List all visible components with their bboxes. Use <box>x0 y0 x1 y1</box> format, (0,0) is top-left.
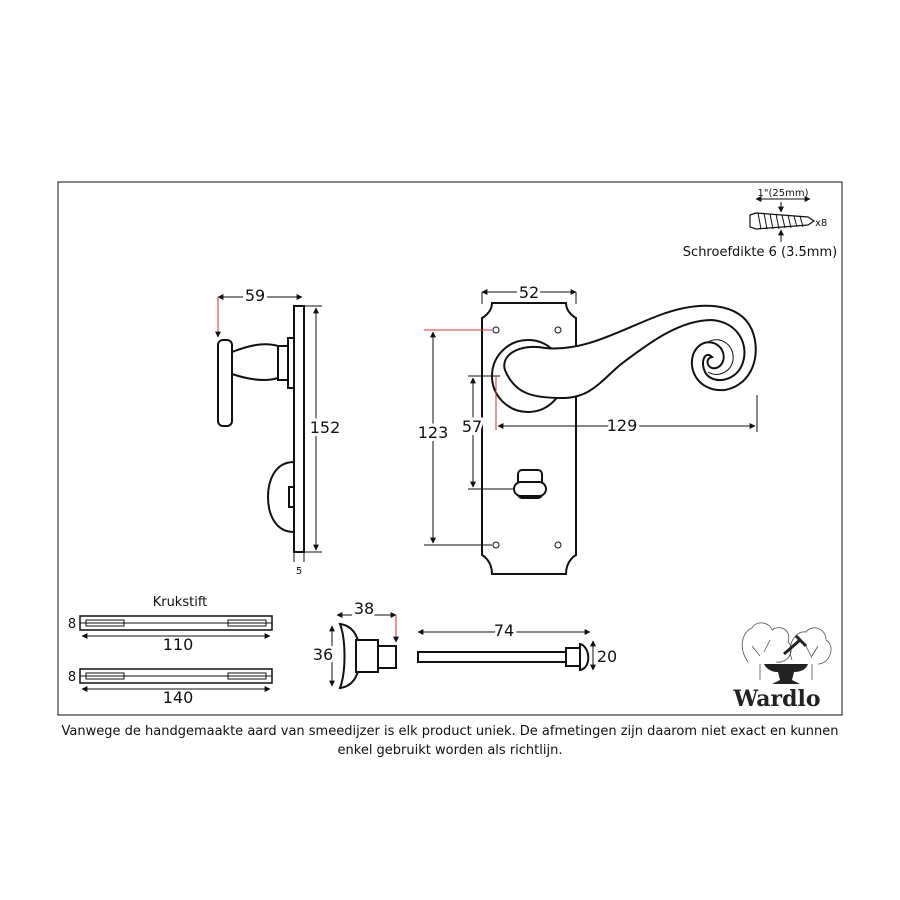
side-projection-label: 59 <box>245 286 265 305</box>
turn-knob-depth-label: 38 <box>354 599 374 618</box>
disclaimer-text: Vanwege de handgemaakte aard van smeedij… <box>61 724 839 758</box>
release-rod-detail: 74 20 <box>417 618 617 672</box>
brand-name: Wardlo <box>732 686 820 712</box>
hammer-icon <box>783 634 808 656</box>
side-view: 59 152 5 <box>215 283 343 577</box>
spindle-title: Krukstift <box>153 595 208 610</box>
screw-detail: 1"(25mm) x8 Schroefdikte 6 (3.5mm) <box>683 188 837 260</box>
screw-thickness-label: Schroefdikte 6 (3.5mm) <box>683 245 837 260</box>
side-rose <box>287 337 295 389</box>
side-height-label: 152 <box>310 418 341 437</box>
spindle-short-thickness-label: 8 <box>68 617 76 632</box>
tree-icon <box>741 622 832 680</box>
fixing-hole-bottom-right <box>554 541 562 549</box>
fixing-hole-bottom-left <box>492 541 500 549</box>
screw-length-label: 1"(25mm) <box>758 188 809 199</box>
side-lever-grip <box>217 339 233 427</box>
fixing-hole-top-right <box>554 326 562 334</box>
anvil-icon <box>764 664 808 684</box>
turn-knob-diameter-label: 36 <box>313 645 333 664</box>
screw-icon <box>749 212 816 230</box>
front-lever <box>503 304 757 400</box>
side-plate-thickness-label: 5 <box>296 566 302 577</box>
front-width-label: 52 <box>519 283 539 302</box>
drawing-frame <box>57 181 843 716</box>
release-rod-diameter-label: 20 <box>597 647 617 666</box>
spindle-long-thickness-label: 8 <box>68 670 76 685</box>
spindle-short-length-label: 110 <box>163 635 194 654</box>
front-view: 52 123 57 129 <box>415 280 758 575</box>
release-rod-shaft <box>417 651 567 663</box>
side-lever-collar <box>277 345 289 381</box>
screw-count-label: x8 <box>815 218 827 229</box>
side-lever-neck <box>231 343 279 382</box>
spindle-group: Krukstift 8 110 8 140 <box>68 595 273 707</box>
front-centre-spacing-label: 57 <box>462 417 482 436</box>
side-backplate <box>293 305 305 553</box>
spindle-long-length-label: 140 <box>163 688 194 707</box>
release-rod-length-label: 74 <box>494 621 514 640</box>
fixing-hole-top-left <box>492 326 500 334</box>
turn-knob-detail: 38 36 <box>310 596 399 690</box>
side-turn-knob <box>266 460 295 534</box>
front-centres-label: 123 <box>418 423 449 442</box>
brand-logo: Wardlo <box>732 622 832 712</box>
front-lever-length-label: 129 <box>607 416 638 435</box>
